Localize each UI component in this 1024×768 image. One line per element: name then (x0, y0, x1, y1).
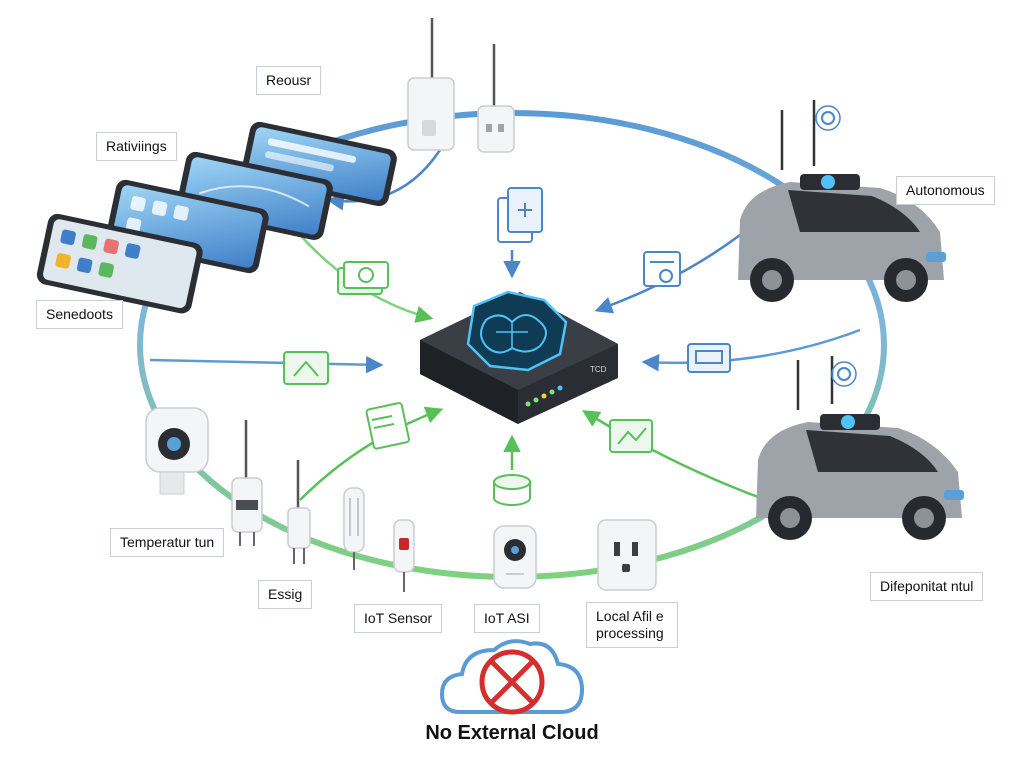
smartphone-group (36, 121, 397, 314)
arrow-car2-to-hub (582, 410, 781, 507)
label-local-processing: Local Afil e processing (586, 602, 678, 648)
arrow-car1b-to-hub (641, 328, 861, 372)
smartphone-icon (36, 213, 203, 314)
label-reousr: Reousr (256, 66, 322, 95)
data-flow-arrows (149, 149, 861, 507)
label-essig: Essig (258, 580, 313, 609)
router-device (407, 18, 455, 151)
label-difeponitat: Difeponitat ntul (870, 572, 984, 601)
label-senedoots: Senedoots (36, 300, 123, 329)
iot-sensor-icon (231, 420, 263, 546)
message-card-icon (687, 343, 731, 373)
status-led-row (525, 385, 563, 407)
smart-plug-device (597, 519, 657, 591)
label-temperatur: Temperatur tun (110, 528, 225, 557)
chart-card-icon (609, 419, 653, 453)
ai-edge-hub: TCD (420, 290, 618, 424)
iot-sensor-icon (287, 460, 311, 564)
report-icon (365, 402, 410, 450)
arrow-router-to-phones (326, 149, 442, 211)
smart-camera-device (493, 525, 537, 589)
file-stack-icon (497, 187, 543, 243)
label-local-line1: Local Afil e (596, 608, 664, 624)
database-icon (493, 474, 531, 506)
neural-brain-icon (466, 290, 568, 372)
label-iot-sensor: IoT Sensor (354, 604, 443, 633)
data-card-icon (283, 351, 329, 385)
arrow-senedoots-to-hub (149, 355, 384, 374)
security-camera-device (145, 407, 209, 495)
label-autonomous: Autonomous (896, 176, 995, 205)
label-rativiings: Rativiings (96, 132, 177, 161)
label-local-line2: processing (596, 625, 664, 641)
iot-sensor-icon (393, 519, 415, 592)
autonomous-car-icon (756, 356, 964, 540)
access-point-device (477, 44, 515, 153)
no-cloud-caption: No External Cloud (425, 722, 599, 744)
label-iot-asi: IoT ASI (474, 604, 540, 633)
cloud-crossed-icon (439, 639, 585, 715)
certificate-icon (643, 251, 681, 287)
autonomous-car-icon (738, 100, 946, 302)
hub-badge: TCD (590, 365, 607, 374)
arrow-sensors-to-hub (299, 406, 444, 501)
iot-sensor-icon (343, 487, 365, 570)
document-icon (337, 261, 389, 295)
